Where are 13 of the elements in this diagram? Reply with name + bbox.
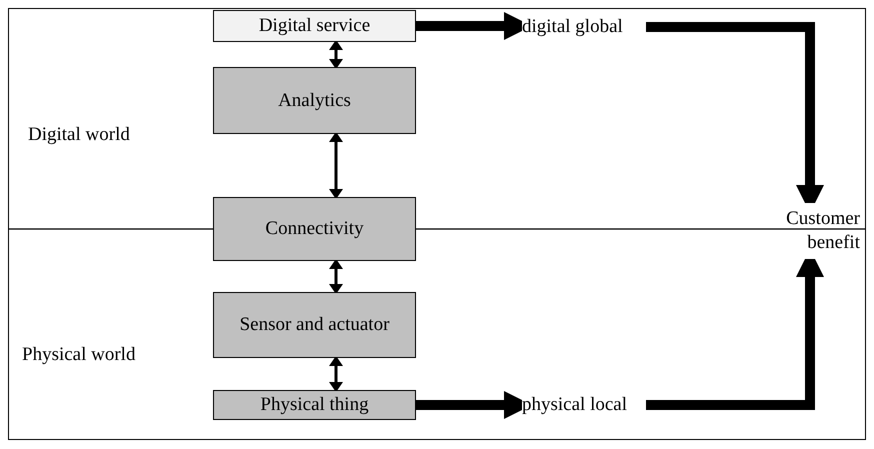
process-box [213,10,416,42]
node-label: Sensor and actuator [240,313,390,337]
process-box [213,292,416,358]
process-box [213,390,416,420]
node-label: Connectivity [265,217,364,241]
node-label: Physical thing [260,393,369,417]
process-box [213,197,416,261]
node-label: physical local [522,393,627,417]
node-label: Digital service [258,14,370,38]
node-label: Analytics [278,88,351,112]
node-label: Customer benefit [785,207,860,255]
process-box [213,67,416,134]
node-label: digital global [522,15,623,39]
